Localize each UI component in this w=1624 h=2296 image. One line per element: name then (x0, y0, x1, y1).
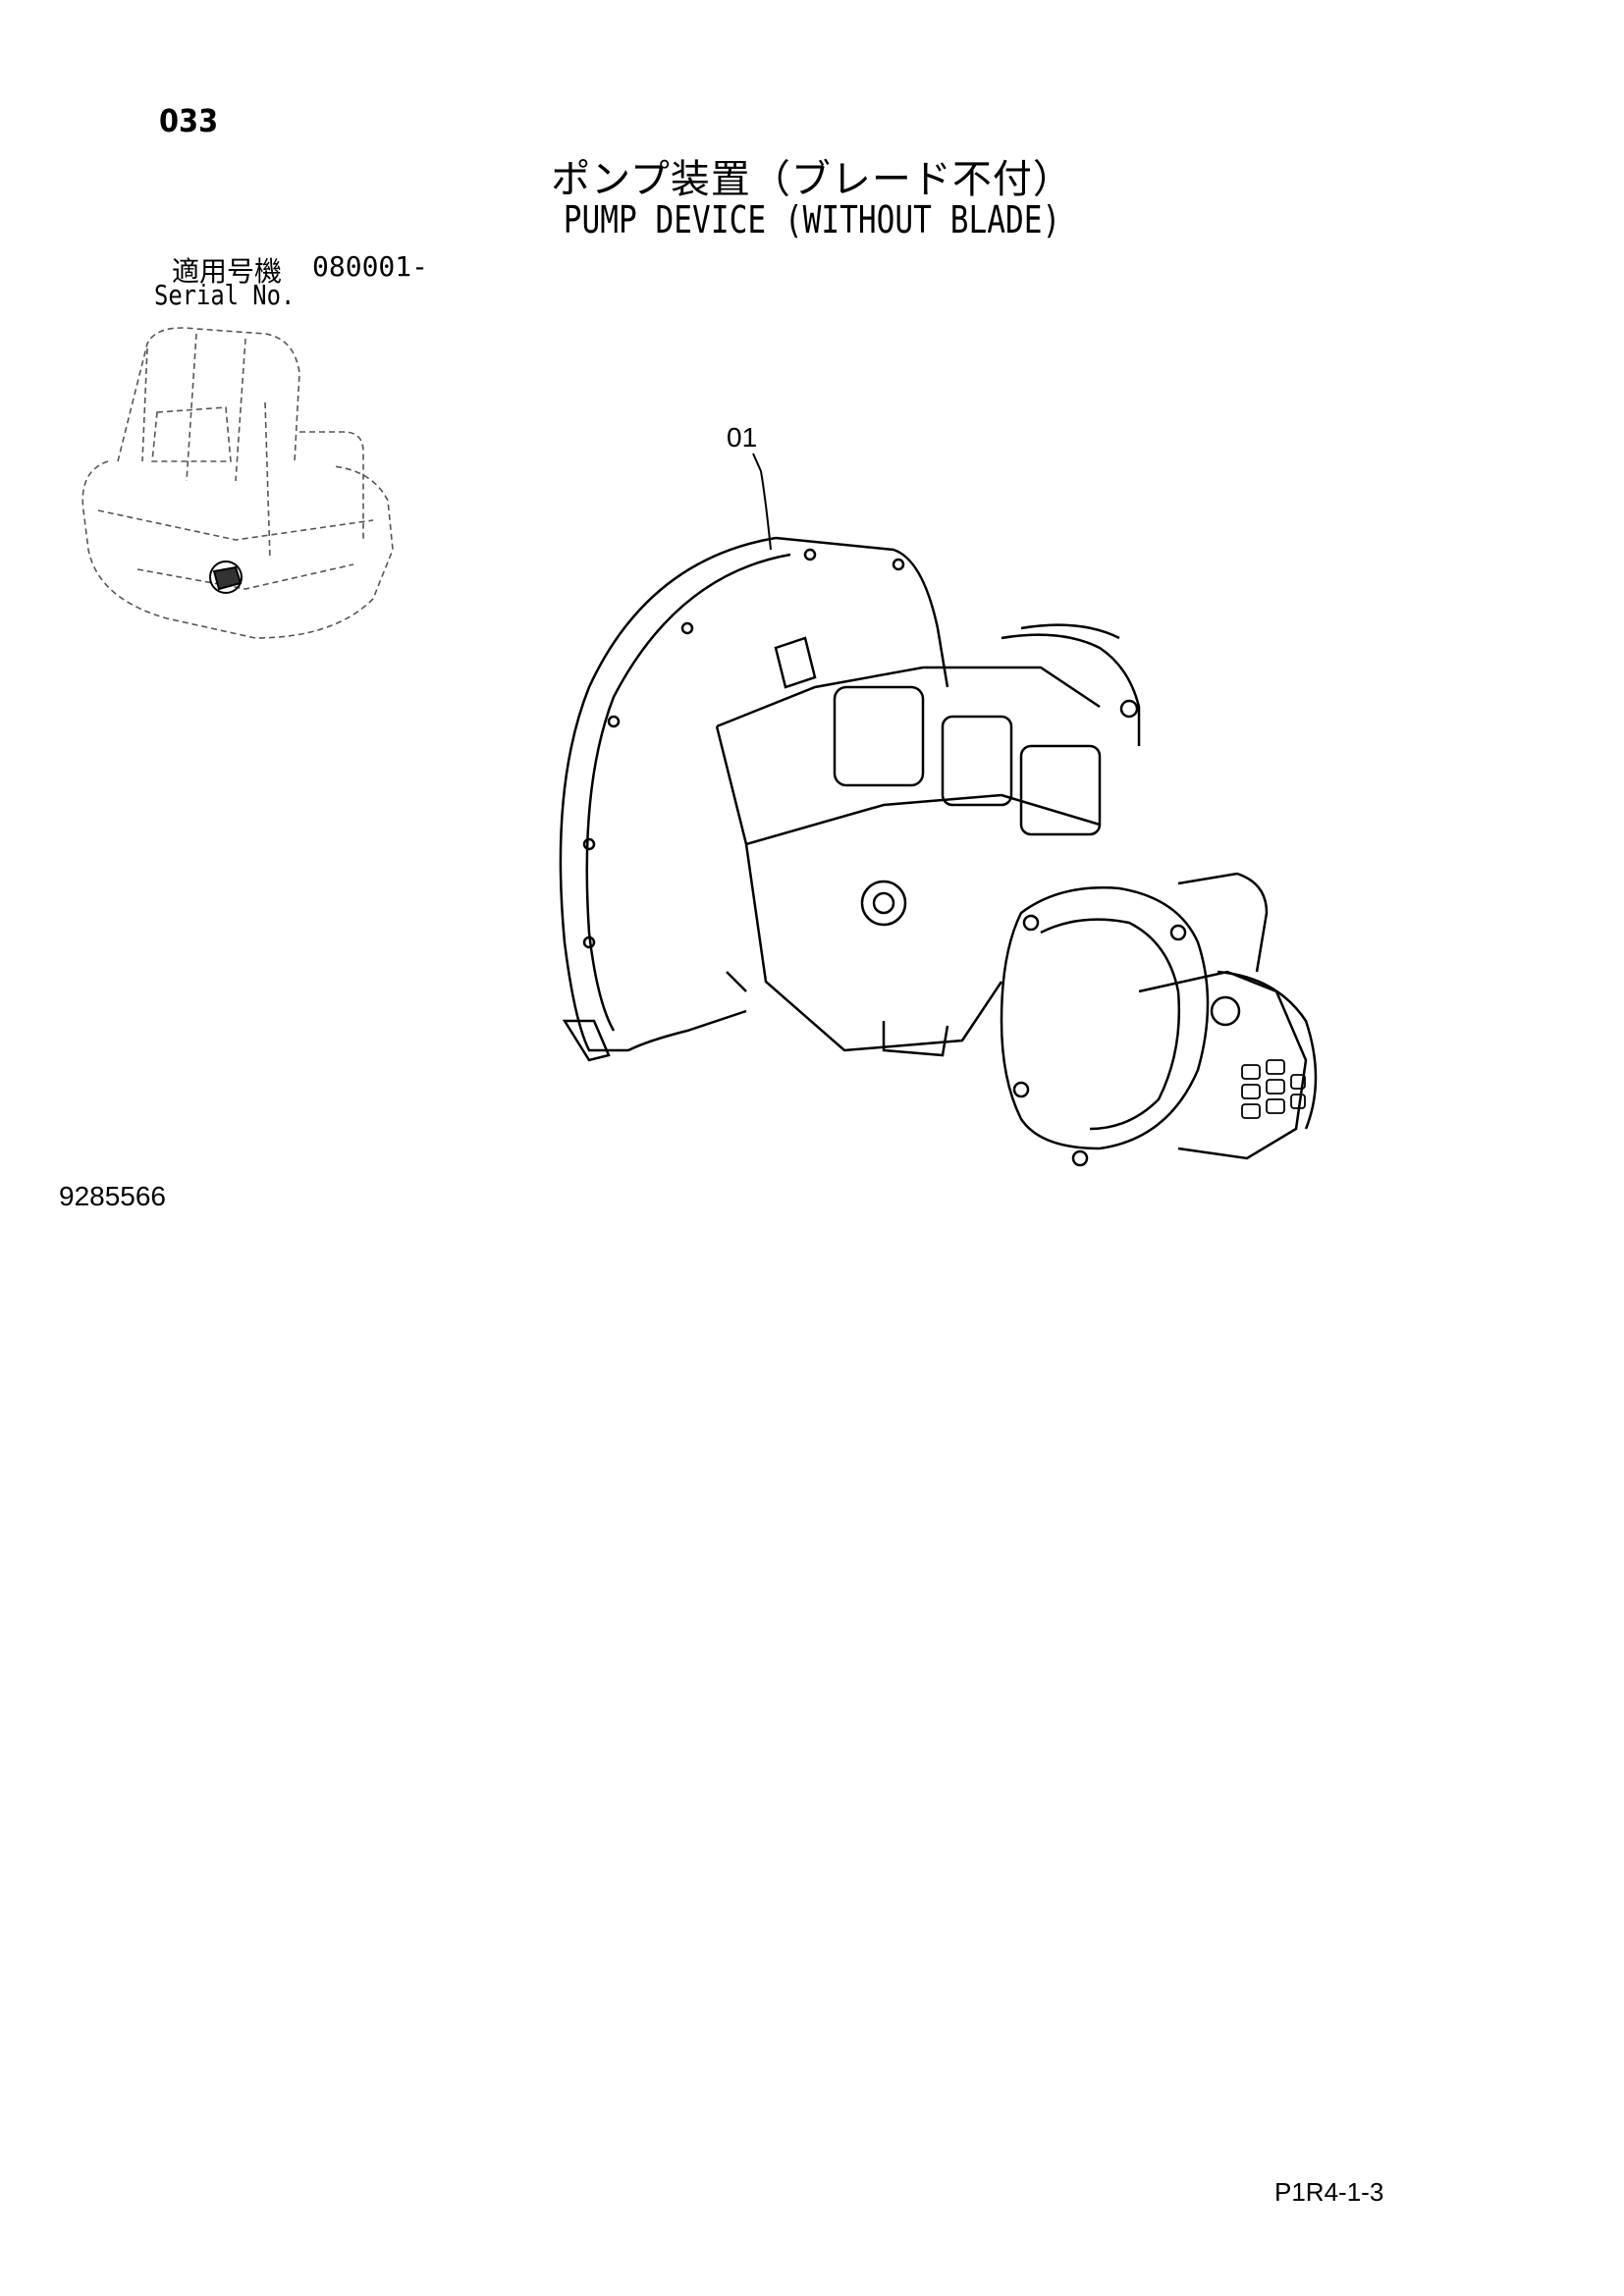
serial-label-english: Serial No. (154, 279, 296, 311)
page-code: P1R4-1-3 (1274, 2177, 1384, 2207)
page-number: 033 (159, 102, 219, 139)
title-english: PUMP DEVICE (WITHOUT BLADE) (563, 198, 1061, 241)
callout-label-01: 01 (727, 422, 758, 453)
serial-label-japanese: 適用号機 (172, 255, 283, 288)
machine-locator-diagram (81, 327, 394, 639)
title-japanese: ポンプ装置（ブレード不付） (551, 157, 1073, 202)
serial-code: 080001- (312, 250, 429, 283)
drawing-number: 9285566 (59, 1181, 167, 1211)
